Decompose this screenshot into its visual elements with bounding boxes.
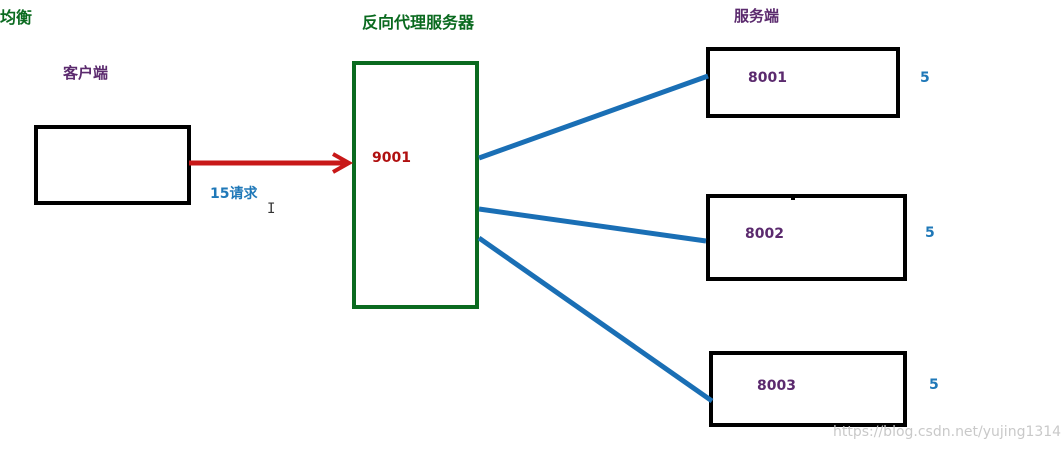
proxy-box xyxy=(352,61,479,309)
connection-line-8001 xyxy=(478,73,709,161)
request-arrow-head xyxy=(332,152,354,174)
server-box-8001 xyxy=(706,47,900,118)
server-port-8001: 8001 xyxy=(748,70,787,86)
weight-label-8002: 5 xyxy=(925,225,935,241)
proxy-port-label: 9001 xyxy=(372,150,411,166)
watermark: https://blog.csdn.net/yujing1314 xyxy=(833,424,1062,440)
server-port-8002: 8002 xyxy=(745,226,784,242)
connection-line-8002 xyxy=(478,206,707,244)
server-title: 服务端 xyxy=(734,7,780,25)
text-cursor-icon: I xyxy=(267,201,276,217)
connection-line-8003 xyxy=(477,235,714,404)
weight-label-8003: 5 xyxy=(929,377,939,393)
proxy-title: 反向代理服务器 xyxy=(362,13,475,32)
client-box xyxy=(34,125,191,205)
server-box-8002 xyxy=(706,194,907,281)
server-port-8003: 8003 xyxy=(757,378,796,394)
client-title: 客户端 xyxy=(63,64,109,82)
balance-label: 均衡 xyxy=(0,8,33,27)
server-box-8003 xyxy=(709,351,907,427)
request-count-label: 15请求 xyxy=(210,186,258,202)
weight-label-8001: 5 xyxy=(920,70,930,86)
server-box-8002-notch xyxy=(791,196,795,200)
